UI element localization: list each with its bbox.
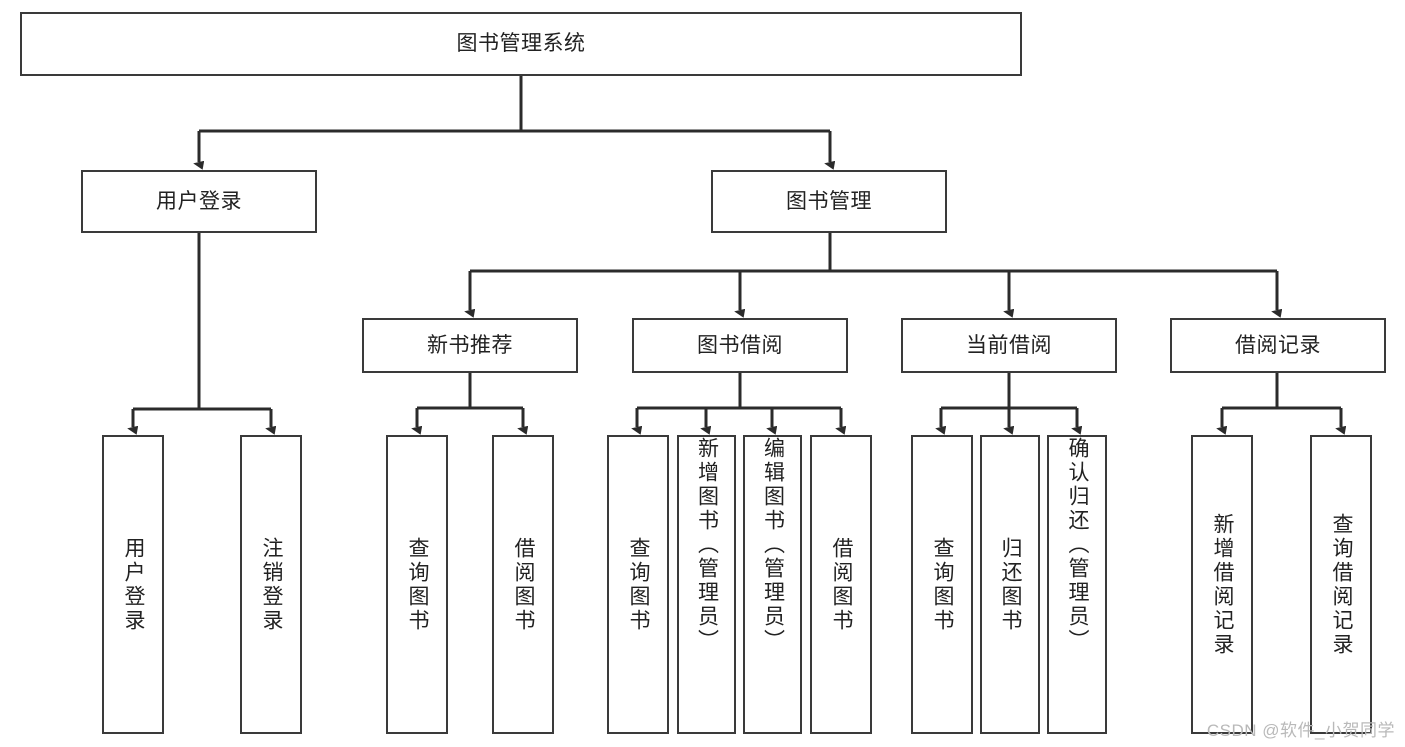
- leaf-book-borrow-3[interactable]: 编辑图书（管理员）: [743, 435, 802, 734]
- node-book-manage-label: 图书管理: [786, 189, 872, 213]
- node-user-login-label: 用户登录: [156, 189, 242, 213]
- node-new-book-recommend-label: 新书推荐: [427, 333, 513, 357]
- node-book-borrow[interactable]: 图书借阅: [632, 318, 848, 373]
- leaf-book-borrow-4[interactable]: 借阅图书: [810, 435, 872, 734]
- leaf-borrow-record-1-label: 新增借阅记录: [1211, 512, 1235, 657]
- leaf-book-borrow-3-label: 编辑图书（管理员）: [761, 437, 785, 653]
- leaf-new-book-1[interactable]: 查询图书: [386, 435, 448, 734]
- leaf-current-borrow-2-label: 归还图书: [999, 536, 1023, 633]
- node-root-label: 图书管理系统: [456, 32, 586, 56]
- node-current-borrow-label: 当前借阅: [966, 333, 1052, 357]
- leaf-borrow-record-2[interactable]: 查询借阅记录: [1310, 435, 1372, 734]
- leaf-borrow-record-2-label: 查询借阅记录: [1330, 512, 1354, 657]
- leaf-new-book-2-label: 借阅图书: [512, 536, 536, 633]
- leaf-current-borrow-3-label: 确认归还（管理员）: [1066, 437, 1090, 653]
- leaf-book-borrow-2-label: 新增图书（管理员）: [695, 437, 719, 653]
- node-root[interactable]: 图书管理系统: [20, 12, 1022, 76]
- leaf-new-book-2[interactable]: 借阅图书: [492, 435, 554, 734]
- leaf-borrow-record-1[interactable]: 新增借阅记录: [1191, 435, 1253, 734]
- leaf-current-borrow-2[interactable]: 归还图书: [980, 435, 1040, 734]
- leaf-book-borrow-4-label: 借阅图书: [830, 536, 854, 633]
- node-book-borrow-label: 图书借阅: [697, 333, 783, 357]
- leaf-user-login-2[interactable]: 注销登录: [240, 435, 302, 734]
- leaf-current-borrow-1-label: 查询图书: [931, 536, 955, 633]
- leaf-current-borrow-3[interactable]: 确认归还（管理员）: [1047, 435, 1107, 734]
- leaf-book-borrow-1-label: 查询图书: [627, 536, 651, 633]
- node-book-manage[interactable]: 图书管理: [711, 170, 947, 233]
- leaf-user-login-1-label: 用户登录: [122, 536, 146, 633]
- leaf-book-borrow-1[interactable]: 查询图书: [607, 435, 669, 734]
- node-borrow-record[interactable]: 借阅记录: [1170, 318, 1386, 373]
- node-new-book-recommend[interactable]: 新书推荐: [362, 318, 578, 373]
- leaf-user-login-1[interactable]: 用户登录: [102, 435, 164, 734]
- leaf-user-login-2-label: 注销登录: [260, 536, 284, 633]
- leaf-book-borrow-2[interactable]: 新增图书（管理员）: [677, 435, 736, 734]
- leaf-new-book-1-label: 查询图书: [406, 536, 430, 633]
- node-current-borrow[interactable]: 当前借阅: [901, 318, 1117, 373]
- node-borrow-record-label: 借阅记录: [1235, 333, 1321, 357]
- node-user-login[interactable]: 用户登录: [81, 170, 317, 233]
- leaf-current-borrow-1[interactable]: 查询图书: [911, 435, 973, 734]
